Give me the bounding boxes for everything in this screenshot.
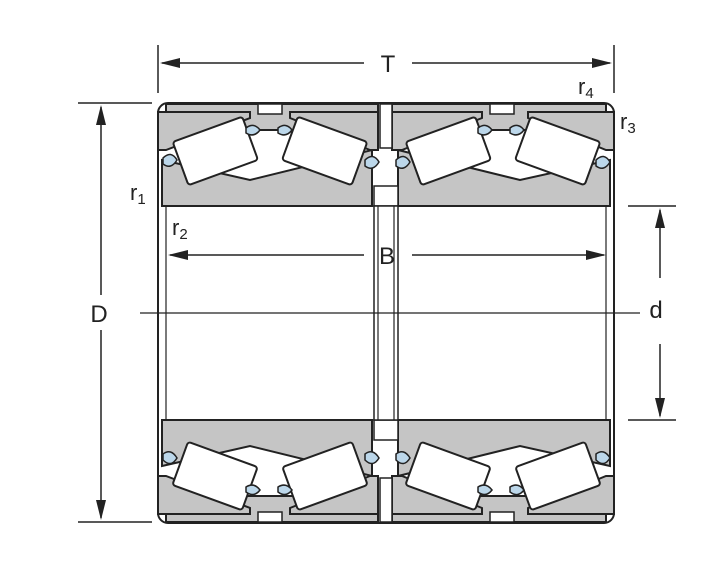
cage-bottom-3 [277,484,293,496]
spacer-bottom-inner [373,419,399,441]
spacer-bottom-right-gap [489,511,515,523]
cage-bottom-6 [477,484,493,496]
spacer-top-inner [373,185,399,207]
roller-top-3 [405,116,492,186]
bearing-body [157,102,615,524]
dimension-T [157,45,615,93]
roller-top-1 [172,116,259,186]
dimension-D [78,102,152,523]
cage-top-5 [395,155,411,169]
cage-bottom-5 [395,451,411,465]
label-r2: r2 [172,215,188,243]
spacer-top-right-gap [489,103,515,115]
cage-top-8 [595,155,611,169]
cage-bottom-4 [364,451,380,465]
label-r4: r4 [578,74,594,102]
cage-bottom-2 [245,484,261,496]
label-T: T [381,51,396,78]
cage-top-7 [509,124,525,136]
roller-top-4 [514,116,601,186]
cage-bottom-7 [509,484,525,496]
spacer-top-left-gap [257,103,283,115]
cage-top-6 [477,124,493,136]
label-D: D [90,301,107,328]
cage-bottom-8 [595,451,611,465]
cage-top-1 [162,153,178,167]
spacer-bottom-outer [379,477,393,523]
roller-top-2 [281,116,368,186]
label-r3: r3 [620,109,636,137]
label-d: d [649,297,662,324]
spacer-top-outer [379,103,393,149]
dimension-d [628,205,676,421]
cage-top-2 [245,124,261,136]
label-r1: r1 [130,180,146,208]
spacer-bottom-left-gap [257,511,283,523]
cage-top-4 [364,155,380,169]
label-B: B [379,243,395,270]
cage-top-3 [277,124,293,136]
cage-bottom-1 [162,451,178,465]
dimension-B [168,250,606,260]
